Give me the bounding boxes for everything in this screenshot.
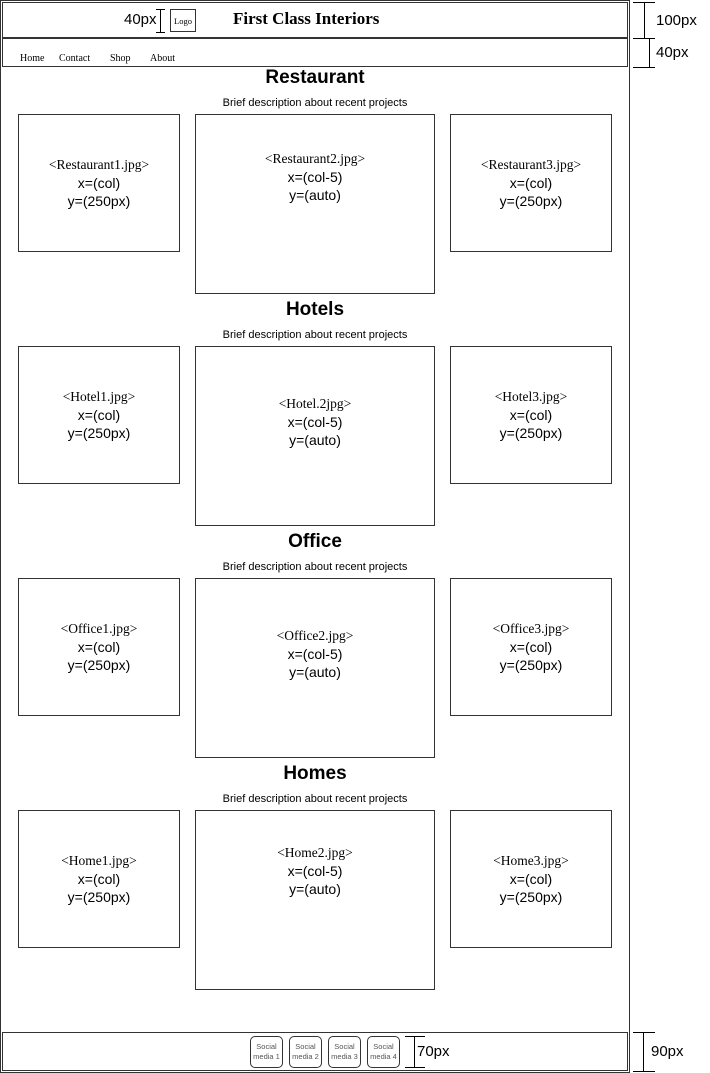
image-width-spec: x=(col)	[509, 639, 553, 655]
nav-height-marker-bottom	[633, 67, 655, 68]
icon-height-marker-top	[405, 1036, 425, 1037]
header-height-marker	[644, 2, 645, 38]
image-placeholder-hotel-1: <Hotel1.jpg> x=(col) y=(250px)	[18, 346, 180, 484]
social-label: Social	[373, 1042, 394, 1051]
social-media-link-3[interactable]: Social media 3	[328, 1036, 361, 1068]
image-width-spec: x=(col)	[509, 871, 553, 887]
image-height-spec: y=(250px)	[499, 193, 563, 209]
icon-height-annotation: 70px	[417, 1043, 450, 1060]
image-width-spec: x=(col-5)	[287, 863, 343, 879]
image-height-spec: y=(250px)	[499, 425, 563, 441]
nav-contact[interactable]: Contact	[59, 53, 91, 64]
image-filename: <Office1.jpg>	[60, 621, 138, 636]
image-height-spec: y=(auto)	[289, 664, 341, 680]
image-width-spec: x=(col-5)	[287, 414, 343, 430]
nav-home[interactable]: Home	[20, 53, 45, 64]
footer-bar	[2, 1032, 628, 1071]
image-filename: <Home3.jpg>	[493, 853, 569, 868]
image-filename: <Hotel.2jpg>	[278, 396, 352, 411]
social-label: media 4	[370, 1052, 397, 1061]
image-placeholder-home-1: <Home1.jpg> x=(col) y=(250px)	[18, 810, 180, 948]
social-label: media 3	[331, 1052, 358, 1061]
image-width-spec: x=(col)	[77, 871, 121, 887]
social-media-link-2[interactable]: Social media 2	[289, 1036, 322, 1068]
social-label: media 1	[253, 1052, 280, 1061]
logo-height-marker-top	[156, 9, 165, 10]
image-width-spec: x=(col-5)	[287, 169, 343, 185]
social-label: Social	[256, 1042, 277, 1051]
image-width-spec: x=(col)	[77, 175, 121, 191]
header-bar	[2, 2, 628, 38]
image-width-spec: x=(col)	[509, 407, 553, 423]
nav-height-annotation: 40px	[656, 44, 689, 61]
image-placeholder-restaurant-1: <Restaurant1.jpg> x=(col) y=(250px)	[18, 114, 180, 252]
image-height-spec: y=(250px)	[67, 657, 131, 673]
logo-height-marker	[160, 9, 161, 33]
icon-height-marker-bottom	[405, 1067, 425, 1068]
logo-height-marker-bottom	[156, 32, 165, 33]
site-title: First Class Interiors	[233, 9, 380, 28]
image-placeholder-office-2: <Office2.jpg> x=(col-5) y=(auto)	[195, 578, 435, 758]
nav-about[interactable]: About	[150, 53, 175, 64]
logo-height-annotation: 40px	[124, 11, 157, 28]
section-description: Brief description about recent projects	[222, 97, 408, 109]
image-placeholder-hotel-2: <Hotel.2jpg> x=(col-5) y=(auto)	[195, 346, 435, 526]
image-filename: <Hotel1.jpg>	[62, 389, 136, 404]
image-placeholder-home-2: <Home2.jpg> x=(col-5) y=(auto)	[195, 810, 435, 990]
section-description: Brief description about recent projects	[222, 329, 408, 341]
image-width-spec: x=(col-5)	[287, 646, 343, 662]
footer-height-marker-top	[633, 1032, 655, 1033]
image-filename: <Office2.jpg>	[276, 628, 354, 643]
nav-bar: Home Contact Shop About	[2, 38, 628, 67]
image-height-spec: y=(250px)	[67, 193, 131, 209]
section-title-restaurant: Restaurant	[265, 67, 365, 88]
image-height-spec: y=(250px)	[499, 889, 563, 905]
section-title-homes: Homes	[283, 763, 347, 784]
footer-height-annotation: 90px	[651, 1043, 684, 1060]
image-height-spec: y=(250px)	[67, 425, 131, 441]
image-placeholder-hotel-3: <Hotel3.jpg> x=(col) y=(250px)	[450, 346, 612, 484]
social-media-link-4[interactable]: Social media 4	[367, 1036, 400, 1068]
image-width-spec: x=(col)	[77, 407, 121, 423]
image-height-spec: y=(auto)	[289, 432, 341, 448]
nav-height-marker	[649, 38, 650, 67]
image-placeholder-restaurant-3: <Restaurant3.jpg> x=(col) y=(250px)	[450, 114, 612, 252]
image-filename: <Office3.jpg>	[492, 621, 570, 636]
logo[interactable]: Logo	[170, 9, 196, 32]
image-filename: <Restaurant2.jpg>	[264, 151, 366, 166]
header-height-annotation: 100px	[656, 12, 697, 29]
image-height-spec: y=(250px)	[499, 657, 563, 673]
image-width-spec: x=(col)	[509, 175, 553, 191]
section-title-hotels: Hotels	[285, 299, 345, 320]
image-height-spec: y=(auto)	[289, 881, 341, 897]
image-width-spec: x=(col)	[77, 639, 121, 655]
social-label: media 2	[292, 1052, 319, 1061]
nav-height-marker-top	[633, 38, 655, 39]
image-filename: <Hotel3.jpg>	[494, 389, 568, 404]
image-placeholder-office-1: <Office1.jpg> x=(col) y=(250px)	[18, 578, 180, 716]
footer-height-marker	[643, 1032, 644, 1071]
social-label: Social	[295, 1042, 316, 1051]
section-description: Brief description about recent projects	[222, 793, 408, 805]
image-filename: <Restaurant1.jpg>	[48, 157, 150, 172]
image-filename: <Restaurant3.jpg>	[480, 157, 582, 172]
social-label: Social	[334, 1042, 355, 1051]
image-height-spec: y=(auto)	[289, 187, 341, 203]
image-filename: <Home2.jpg>	[277, 845, 353, 860]
icon-height-marker	[414, 1036, 415, 1068]
image-placeholder-restaurant-2: <Restaurant2.jpg> x=(col-5) y=(auto)	[195, 114, 435, 294]
image-placeholder-office-3: <Office3.jpg> x=(col) y=(250px)	[450, 578, 612, 716]
nav-shop[interactable]: Shop	[110, 53, 131, 64]
section-title-office: Office	[288, 531, 342, 552]
image-height-spec: y=(250px)	[67, 889, 131, 905]
social-media-link-1[interactable]: Social media 1	[250, 1036, 283, 1068]
section-description: Brief description about recent projects	[222, 561, 408, 573]
footer-height-marker-bottom	[633, 1071, 655, 1072]
image-filename: <Home1.jpg>	[61, 853, 137, 868]
image-placeholder-home-3: <Home3.jpg> x=(col) y=(250px)	[450, 810, 612, 948]
logo-text: Logo	[174, 15, 192, 26]
